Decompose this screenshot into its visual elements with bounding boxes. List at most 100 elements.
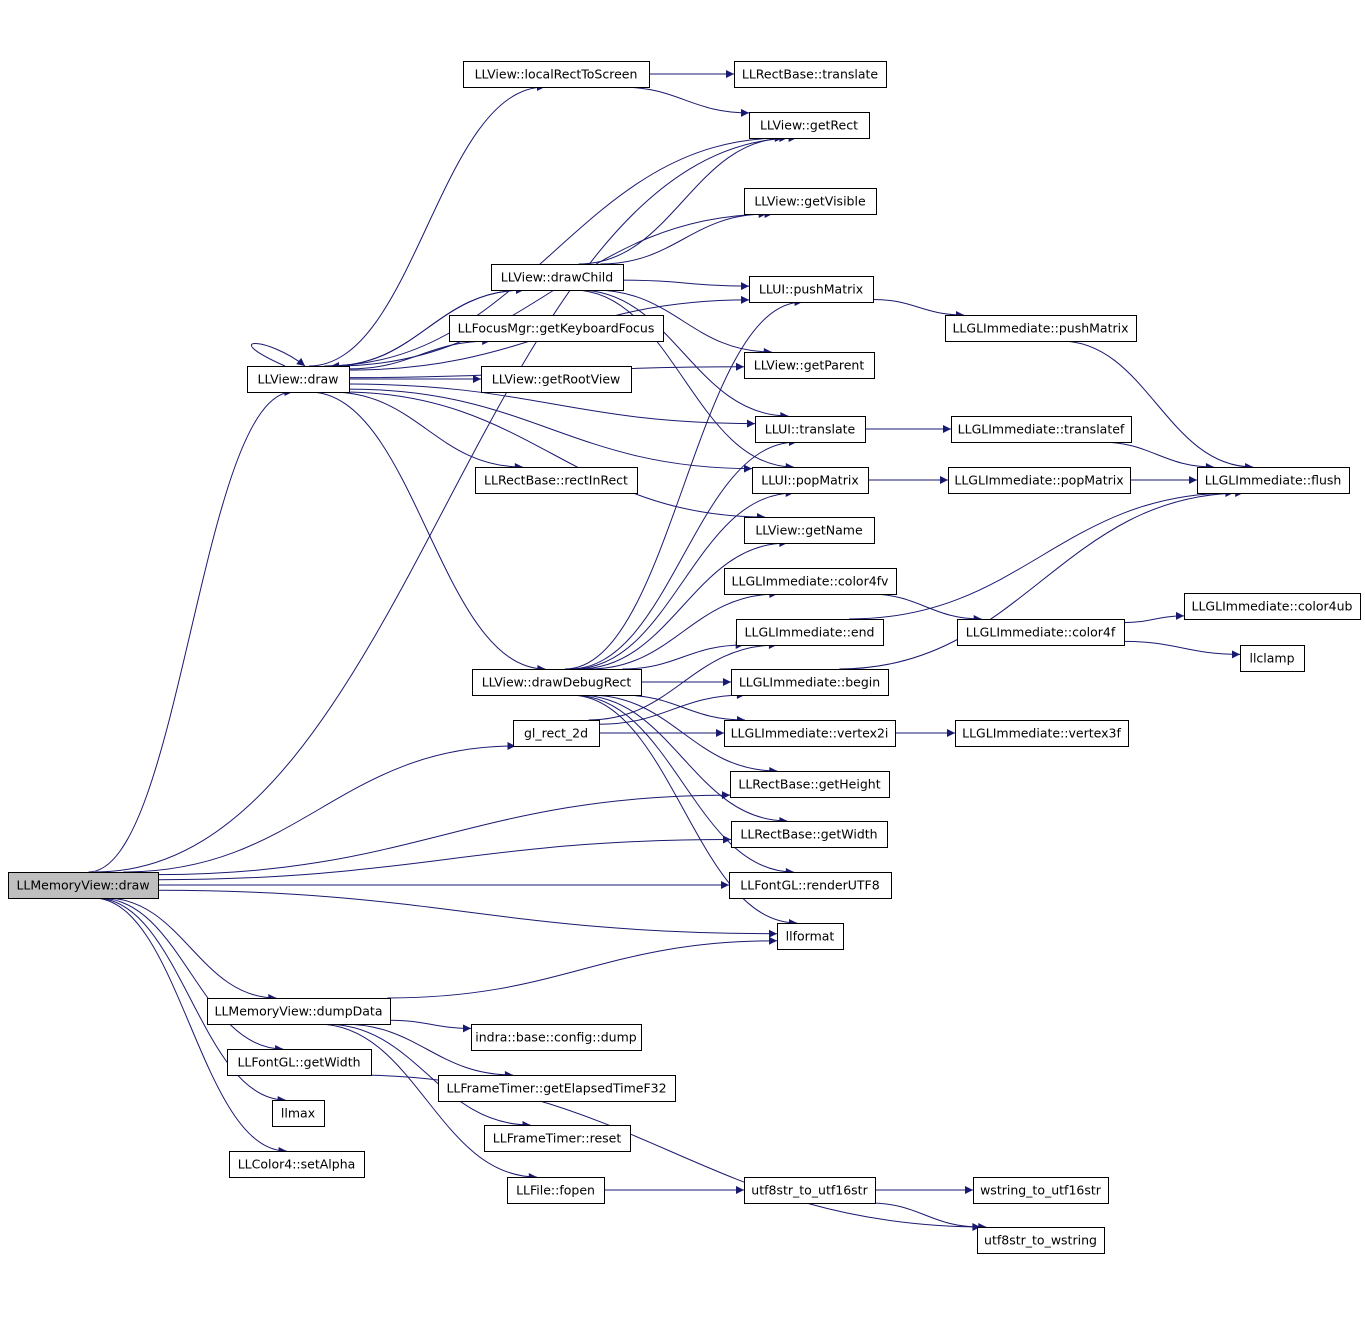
node-gli-begin[interactable]: LLGLImmediate::begin [731, 669, 889, 696]
edge-draw_debug-to-get_width_rect [578, 694, 788, 825]
node-box [744, 1177, 876, 1204]
edge-draw_child-to-push_matrix [622, 279, 750, 291]
node-llmax[interactable]: llmax [272, 1100, 325, 1127]
node-wstr-16[interactable]: wstring_to_utf16str [973, 1177, 1109, 1204]
node-label: LLView::getVisible [754, 194, 866, 209]
node-ui-translate[interactable]: LLUI::translate [755, 416, 866, 443]
node-draw-child[interactable]: LLView::drawChild [491, 264, 624, 291]
node-box [951, 416, 1132, 443]
node-timer-reset[interactable]: LLFrameTimer::reset [484, 1125, 631, 1152]
node-box [744, 188, 877, 215]
edge-gli_begin-to-gli_flush [839, 489, 1244, 670]
node-label: LLColor4::setAlpha [238, 1157, 356, 1172]
node-label: LLRectBase::getWidth [740, 827, 877, 842]
nodes: LLMemoryView::draw LLView::draw LLView::lo… [8, 61, 1361, 1254]
node-box [513, 720, 600, 747]
node-box [977, 1227, 1105, 1254]
node-box [247, 366, 350, 393]
node-box [777, 923, 844, 950]
node-root-view[interactable]: LLView::getRootView [481, 366, 632, 393]
node-get-height[interactable]: LLRectBase::getHeight [730, 771, 890, 798]
node-utf8-w[interactable]: utf8str_to_wstring [977, 1227, 1105, 1254]
node-box [749, 112, 870, 139]
node-get-name[interactable]: LLView::getName [744, 517, 875, 544]
edge-memview_draw-to-get_width_rect [157, 835, 732, 881]
node-box [8, 872, 159, 899]
node-box [729, 872, 892, 899]
node-get-parent[interactable]: LLView::getParent [744, 352, 875, 379]
edge-push_matrix-to-gli_push [872, 299, 965, 319]
node-label: LLView::drawDebugRect [482, 675, 632, 690]
node-memview-draw[interactable]: LLMemoryView::draw [8, 872, 159, 899]
node-box [481, 366, 632, 393]
node-box [973, 1177, 1109, 1204]
node-kb-focus[interactable]: LLFocusMgr::getKeyboardFocus [449, 315, 664, 342]
edge-memview_draw-to-llmax [95, 897, 286, 1104]
node-dump-data[interactable]: LLMemoryView::dumpData [207, 998, 391, 1025]
node-fopen[interactable]: LLFile::fopen [507, 1177, 605, 1204]
node-label: LLFrameTimer::getElapsedTimeF32 [446, 1081, 666, 1096]
edge-draw_child-to-ui_translate [578, 289, 789, 420]
node-box [472, 669, 642, 696]
node-vertex2i[interactable]: LLGLImmediate::vertex2i [724, 720, 896, 747]
node-gli-flush[interactable]: LLGLImmediate::flush [1197, 467, 1350, 494]
edge-gl_rect-to-gli_begin [598, 691, 745, 725]
node-gli-push[interactable]: LLGLImmediate::pushMatrix [945, 315, 1137, 342]
node-label: LLMemoryView::dumpData [215, 1004, 383, 1019]
node-vertex3f[interactable]: LLGLImmediate::vertex3f [955, 720, 1129, 747]
node-llclamp[interactable]: llclamp [1240, 645, 1305, 672]
node-pop-matrix[interactable]: LLUI::popMatrix [752, 467, 869, 494]
node-config-dump[interactable]: indra::base::config::dump [471, 1024, 642, 1051]
node-render-utf8[interactable]: LLFontGL::renderUTF8 [729, 872, 892, 899]
node-label: LLGLImmediate::pushMatrix [952, 321, 1128, 336]
node-push-matrix[interactable]: LLUI::pushMatrix [749, 276, 874, 303]
node-color4f[interactable]: LLGLImmediate::color4f [957, 619, 1125, 646]
edge-view_draw-to-rect_in_rect [331, 391, 523, 471]
node-box [1184, 593, 1361, 620]
node-label: LLGLImmediate::vertex3f [962, 726, 1121, 741]
node-box [724, 568, 897, 595]
node-box [227, 1049, 372, 1076]
edge-color4fv-to-color4f [868, 593, 982, 623]
node-set-alpha[interactable]: LLColor4::setAlpha [229, 1151, 365, 1178]
node-label: llformat [786, 929, 835, 944]
node-rect-in-rect[interactable]: LLRectBase::rectInRect [475, 467, 638, 494]
node-box [471, 1024, 642, 1051]
node-label: LLMemoryView::draw [16, 878, 149, 893]
edge-draw_debug-to-ui_translate [569, 438, 798, 670]
node-label: LLView::getParent [754, 358, 865, 373]
node-elapsed[interactable]: LLFrameTimer::getElapsedTimeF32 [438, 1075, 676, 1102]
node-label: LLFrameTimer::reset [493, 1131, 622, 1146]
node-label: LLGLImmediate::end [745, 625, 875, 640]
edge-gl_rect-to-gli_end [588, 641, 777, 721]
node-box [731, 669, 889, 696]
node-gl-rect[interactable]: gl_rect_2d [513, 720, 600, 747]
edge-memview_draw-to-llformat [157, 889, 778, 938]
node-label: LLView::getRootView [492, 372, 620, 387]
node-get-rect[interactable]: LLView::getRect [749, 112, 870, 139]
node-gli-end[interactable]: LLGLImmediate::end [736, 619, 884, 646]
node-font-width[interactable]: LLFontGL::getWidth [227, 1049, 372, 1076]
node-draw-debug[interactable]: LLView::drawDebugRect [472, 669, 642, 696]
edge-memview_draw-to-get_rect [95, 134, 797, 873]
node-label: indra::base::config::dump [475, 1030, 636, 1045]
node-box [229, 1151, 365, 1178]
node-get-visible[interactable]: LLView::getVisible [744, 188, 877, 215]
node-utf8-16[interactable]: utf8str_to_utf16str [744, 1177, 876, 1204]
node-view-draw[interactable]: LLView::draw [247, 366, 350, 393]
edge-view_draw-to-local_rect [308, 83, 546, 367]
node-label: LLGLImmediate::popMatrix [954, 473, 1123, 488]
node-rect-translate[interactable]: LLRectBase::translate [734, 61, 887, 88]
node-get-width-rect[interactable]: LLRectBase::getWidth [731, 821, 888, 848]
node-box [449, 315, 664, 342]
node-llformat[interactable]: llformat [777, 923, 844, 950]
node-color4ub[interactable]: LLGLImmediate::color4ub [1184, 593, 1361, 620]
node-gli-pop[interactable]: LLGLImmediate::popMatrix [948, 467, 1131, 494]
node-box [734, 61, 887, 88]
node-color4fv[interactable]: LLGLImmediate::color4fv [724, 568, 897, 595]
node-label: utf8str_to_utf16str [751, 1183, 868, 1198]
node-gli-translatef[interactable]: LLGLImmediate::translatef [951, 416, 1132, 443]
node-box [438, 1075, 676, 1102]
node-box [948, 467, 1131, 494]
node-local-rect[interactable]: LLView::localRectToScreen [463, 61, 650, 88]
